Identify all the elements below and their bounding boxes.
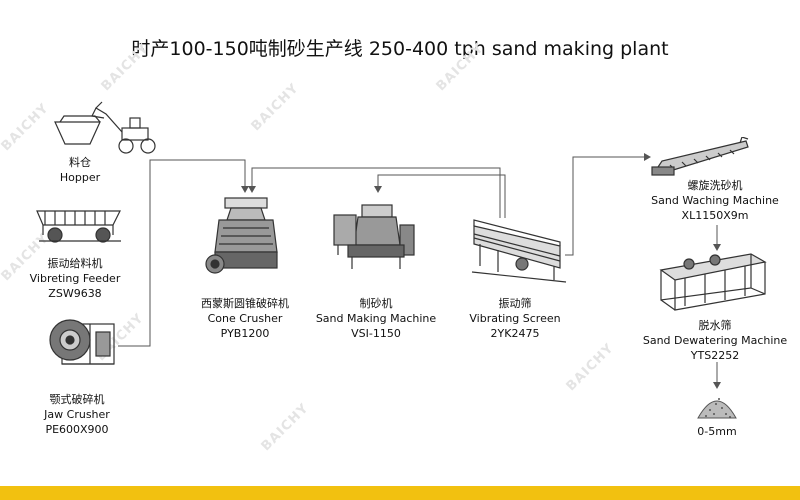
vibrating-feeder-icon (36, 210, 121, 243)
sand-making-machine-icon (333, 204, 415, 269)
dewatering-screen-label: 脱水筛 Sand Dewatering Machine YTS2252 (642, 319, 788, 362)
page-title: 时产100-150吨制砂生产线 250-400 tph sand making … (131, 38, 669, 60)
hopper-label: 料仓 Hopper (59, 156, 101, 184)
cone-crusher-label: 西蒙斯圆锥破碎机 Cone Crusher PYB1200 (201, 297, 289, 340)
jaw-crusher-label: 颚式破碎机 Jaw Crusher PE600X900 (44, 393, 110, 436)
output-size-label: 0-5mm (697, 425, 737, 438)
feeder-label: 振动给料机 Vibreting Feeder ZSW9638 (29, 257, 121, 300)
dewatering-screen-icon (659, 253, 767, 311)
hopper-icon (54, 101, 156, 154)
vibrating-screen-label: 振动筛 Vibrating Screen 2YK2475 (469, 297, 561, 340)
footer-accent-bar (0, 486, 800, 500)
cone-crusher-icon (205, 197, 278, 274)
vibrating-screen-icon (471, 219, 567, 283)
sand-washing-machine-label: 螺旋洗砂机 Sand Waching Machine XL1150X9m (651, 179, 779, 222)
sand-making-machine-label: 制砂机 Sand Making Machine VSI-1150 (315, 297, 437, 340)
jaw-crusher-icon (49, 319, 115, 365)
sand-washing-machine-icon (651, 137, 749, 176)
sand-pile-icon (697, 398, 737, 419)
